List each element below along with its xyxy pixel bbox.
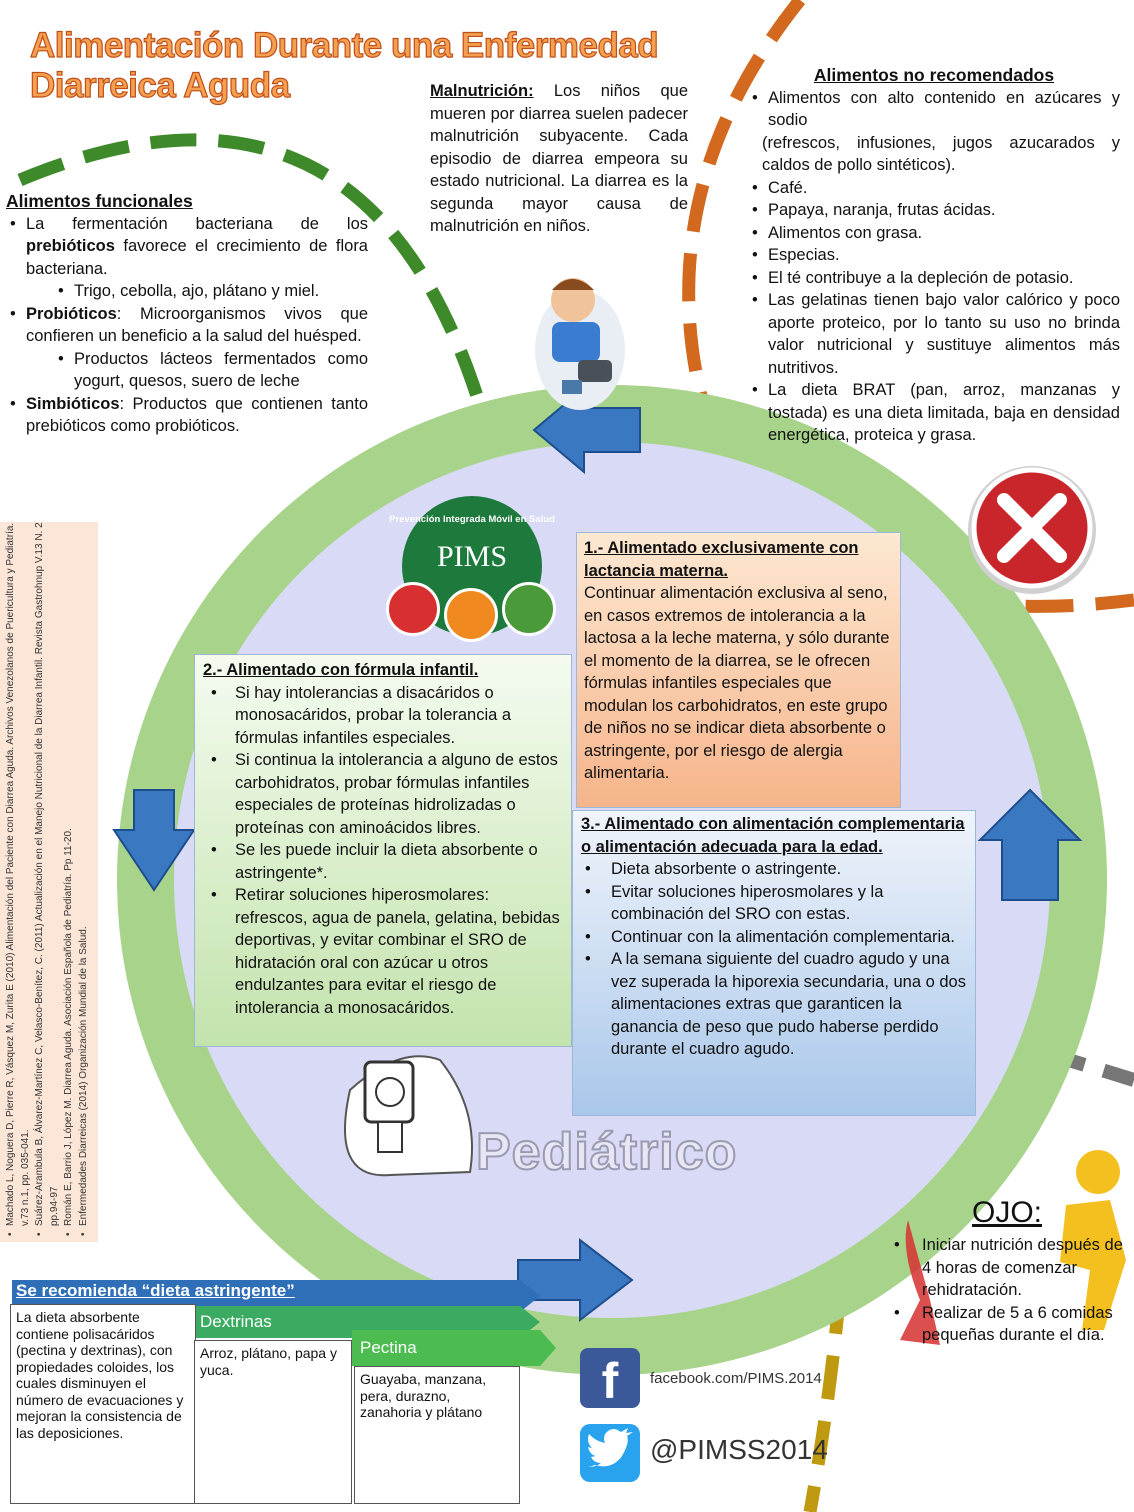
box2-item: Retirar soluciones hiperosmolares: refre… [207, 884, 563, 1019]
box3-item: Evitar soluciones hiperosmolares y la co… [581, 881, 967, 926]
arrow-down-left [112, 789, 196, 892]
green-dashed-arc [17, 133, 497, 442]
reference-item: Román E, Barrio J, López M. Diarrea Agud… [62, 520, 77, 1240]
stethoscope-icon [386, 582, 440, 636]
tab-arrow-pectina [352, 1330, 556, 1366]
arrow-up-right [977, 788, 1083, 901]
pectina-text: Guayaba, manzana, pera, durazno, zanahor… [354, 1366, 520, 1504]
funcionales-sub-1: Trigo, cebolla, ajo, plátano y miel. [54, 280, 368, 303]
no-recomendados-item: La dieta BRAT (pan, arroz, manzanas y to… [748, 379, 1120, 447]
title-line-2: Diarreica Aguda [29, 65, 290, 105]
title-line-1: Alimentación Durante una Enfermedad [29, 25, 659, 65]
funcionales-heading: Alimentos funcionales [6, 191, 193, 211]
ojo-item: Iniciar nutrición después de 4 horas de … [890, 1234, 1130, 1302]
box-complementaria: 3.- Alimentado con alimentación compleme… [572, 810, 976, 1116]
reference-item: Machado L, Noguera D, Pierre R, Vásquez … [4, 520, 33, 1240]
no-recomendados-item: Alimentos con grasa. [748, 222, 1120, 245]
no-recomendados-item-1-extra: (refrescos, infusiones, jugos azucarados… [762, 133, 1120, 175]
funcionales-item-prebioticos: La fermentación bacteriana de los prebió… [6, 213, 368, 281]
funcionales-sub-2: Productos lácteos fermentados como yogur… [54, 348, 368, 393]
box3-item: Continuar con la alimentación complement… [581, 926, 967, 949]
facebook-icon: f [580, 1348, 640, 1409]
box2-item: Se les puede incluir la dieta absorbente… [207, 839, 563, 884]
no-recomendados-item: Café. [748, 177, 1120, 200]
funcionales-item-probioticos: Probióticos: Microorganismos vivos que c… [6, 303, 368, 348]
ojo-section: OJO: Iniciar nutrición después de 4 hora… [890, 1196, 1130, 1347]
box3-item: A la semana siguiente del cuadro agudo y… [581, 948, 967, 1061]
facebook-link[interactable]: facebook.com/PIMS.2014 [650, 1370, 822, 1387]
box-lactancia: 1.- Alimentado exclusivamente con lactan… [576, 532, 901, 808]
exercise-icon [502, 582, 556, 636]
logo-arc-text: Prevención Integrada Móvil en Salud [389, 514, 555, 525]
reference-item: Enfermedades Diarreicas (2014) Organizac… [77, 520, 92, 1240]
astringente-description: La dieta absorbente contiene polisacárid… [10, 1304, 196, 1504]
dextrinas-label: Dextrinas [200, 1312, 272, 1331]
malnutricion-text: Los niños que mueren por diarrea suelen … [430, 82, 688, 235]
logo-name: PIMS [436, 540, 508, 573]
no-recomendados-item-1: Alimentos con alto contenido en azúcares… [748, 87, 1120, 132]
box1-text: Continuar alimentación exclusiva al seno… [584, 584, 890, 782]
pediatrico-label: Pediátrico [475, 1122, 738, 1182]
box2-item: Si hay intolerancias a disacáridos o mon… [207, 682, 563, 750]
malnutricion-heading: Malnutrición: [430, 82, 534, 100]
child-cartoon [344, 1055, 473, 1177]
plate-icon [444, 588, 498, 642]
box3-item: Dieta absorbente o astringente. [581, 858, 967, 881]
pims-logo: Prevención Integrada Móvil en Salud PIMS [382, 496, 562, 646]
malnutricion-section: Malnutrición: Los niños que mueren por d… [430, 80, 688, 238]
box2-heading: 2.- Alimentado con fórmula infantil. [203, 661, 479, 679]
no-recomendados-section: Alimentos no recomendados Alimentos con … [748, 64, 1120, 447]
dextrinas-text: Arroz, plátano, papa y yuca. [194, 1340, 352, 1504]
box-formula: 2.- Alimentado con fórmula infantil. Si … [194, 654, 572, 1047]
svg-text:f: f [602, 1353, 619, 1409]
ojo-heading: OJO: [972, 1196, 1043, 1229]
reference-item: Suárez-Arambula B, Álvarez-Martínez C, V… [33, 520, 62, 1240]
no-recomendados-item: El té contribuye a la depleción de potas… [748, 267, 1120, 290]
funcionales-section: Alimentos funcionales La fermentación ba… [6, 190, 368, 438]
stop-x-icon [968, 466, 1096, 594]
boy-illustration-top [535, 278, 625, 410]
box2-item: Si continua la intolerancia a alguno de … [207, 749, 563, 839]
astringente-banner: Se recomienda “dieta astringente” [16, 1281, 295, 1300]
references-list: Machado L, Noguera D, Pierre R, Vásquez … [4, 520, 91, 1240]
pectina-label: Pectina [360, 1338, 417, 1357]
no-recomendados-item: Las gelatinas tienen bajo valor calórico… [748, 289, 1120, 379]
ojo-item: Realizar de 5 a 6 comidas pequeñas duran… [890, 1302, 1130, 1347]
funcionales-item-simbioticos: Simbióticos: Productos que contienen tan… [6, 393, 368, 438]
no-recomendados-item: Especias. [748, 244, 1120, 267]
twitter-handle[interactable]: @PIMSS2014 [650, 1434, 828, 1465]
no-recomendados-item: Papaya, naranja, frutas ácidas. [748, 199, 1120, 222]
box3-heading: 3.- Alimentado con alimentación compleme… [581, 815, 965, 856]
twitter-icon [580, 1424, 640, 1482]
page-title: Alimentación Durante una Enfermedad Diar… [29, 25, 710, 106]
box1-heading: 1.- Alimentado exclusivamente con lactan… [584, 539, 859, 580]
no-recomendados-heading: Alimentos no recomendados [813, 65, 1055, 85]
